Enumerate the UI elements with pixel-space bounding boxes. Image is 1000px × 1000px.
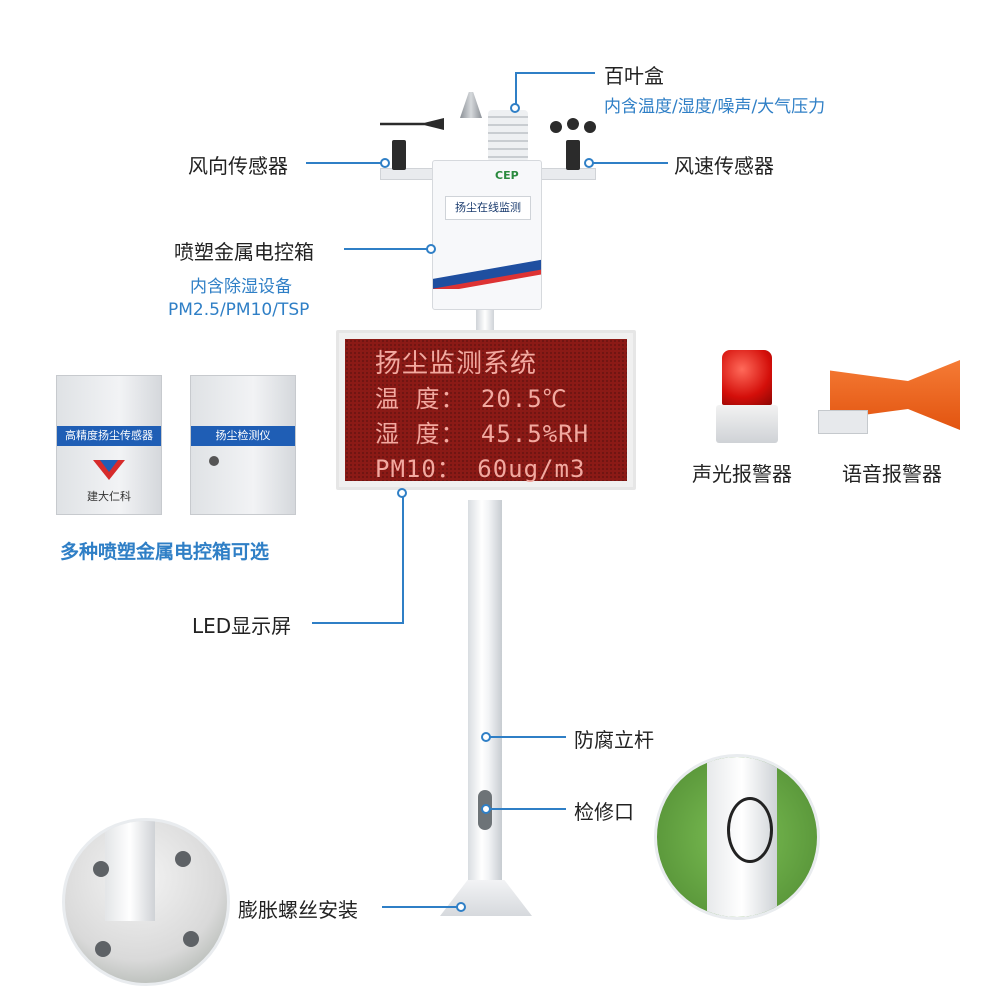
brand-logo-icon <box>90 454 128 484</box>
detail-pole <box>105 821 155 921</box>
label-louver-box-sub: 内含温度/湿度/噪声/大气压力 <box>604 97 826 117</box>
label-wind-speed: 风速传感器 <box>674 154 774 178</box>
led-line-temperature: 温 度： 20.5℃ <box>375 385 568 413</box>
sound-light-alarm-icon <box>722 350 772 405</box>
label-control-box: 喷塑金属电控箱 <box>174 240 314 264</box>
screw-icon <box>93 861 109 877</box>
screw-icon <box>175 851 191 867</box>
expansion-screw-detail-photo <box>62 818 230 986</box>
callout-line <box>490 808 566 810</box>
option-box-left: 高精度扬尘传感器 建大仁科 <box>56 375 162 515</box>
control-box-panel-label: 扬尘在线监测 <box>445 196 531 220</box>
callout-dot <box>510 103 520 113</box>
option-box-left-band: 高精度扬尘传感器 <box>57 426 161 446</box>
callout-dot <box>481 732 491 742</box>
option-box-left-brand: 建大仁科 <box>87 490 131 503</box>
callout-dot <box>481 804 491 814</box>
label-control-box-sub1: 内含除湿设备 <box>190 277 292 297</box>
callout-line <box>382 906 460 908</box>
service-port-detail-photo <box>654 754 820 920</box>
led-line-pm10: PM10： 60ug/m3 <box>375 455 586 483</box>
callout-dot <box>584 158 594 168</box>
label-led-screen: LED显示屏 <box>192 614 292 638</box>
label-control-box-sub2: PM2.5/PM10/TSP <box>168 300 310 320</box>
wind-vane-icon <box>380 118 444 130</box>
callout-line <box>515 72 595 74</box>
control-box: CEP 扬尘在线监测 <box>432 160 542 310</box>
screw-icon <box>95 941 111 957</box>
label-service-port: 检修口 <box>574 800 634 824</box>
control-box-wave-graphic <box>433 259 541 289</box>
louver-box-icon <box>488 110 528 162</box>
callout-dot <box>456 902 466 912</box>
anticorrosion-pole <box>468 500 502 900</box>
cable-icon <box>727 797 773 863</box>
label-sound-light-alarm: 声光报警器 <box>692 462 792 486</box>
label-expansion-install: 膨胀螺丝安装 <box>238 898 358 922</box>
label-pole: 防腐立杆 <box>574 728 654 752</box>
lock-icon <box>209 456 219 466</box>
callout-line <box>590 162 668 164</box>
callout-dot <box>380 158 390 168</box>
callout-line <box>515 72 517 106</box>
option-box-right: 扬尘检测仪 <box>190 375 296 515</box>
led-screen: 扬尘监测系统 温 度： 20.5℃ 湿 度： 45.5%RH PM10： 60u… <box>336 330 636 490</box>
voice-alarm-module <box>818 410 868 434</box>
right-arm <box>534 168 596 180</box>
wind-speed-sensor-icon <box>566 140 580 170</box>
callout-line <box>402 494 404 624</box>
label-box-options: 多种喷塑金属电控箱可选 <box>60 541 270 563</box>
callout-line <box>344 248 430 250</box>
label-voice-alarm: 语音报警器 <box>842 462 942 486</box>
pole-base <box>440 880 532 916</box>
cep-logo: CEP <box>495 169 519 182</box>
sound-light-alarm-base <box>716 405 778 443</box>
led-line-humidity: 湿 度： 45.5%RH <box>375 420 590 448</box>
callout-dot <box>426 244 436 254</box>
callout-line <box>306 162 384 164</box>
label-wind-direction: 风向传感器 <box>188 154 288 178</box>
label-louver-box: 百叶盒 <box>604 64 664 88</box>
wind-direction-sensor-icon <box>392 140 406 170</box>
option-box-right-band: 扬尘检测仪 <box>191 426 295 446</box>
lightning-rod-icon <box>460 92 482 118</box>
led-line-title: 扬尘监测系统 <box>375 349 538 379</box>
callout-dot <box>397 488 407 498</box>
screw-icon <box>183 931 199 947</box>
callout-line <box>490 736 566 738</box>
led-panel: 扬尘监测系统 温 度： 20.5℃ 湿 度： 45.5%RH PM10： 60u… <box>345 339 627 483</box>
callout-line <box>312 622 404 624</box>
anemometer-cups-icon <box>548 118 598 136</box>
